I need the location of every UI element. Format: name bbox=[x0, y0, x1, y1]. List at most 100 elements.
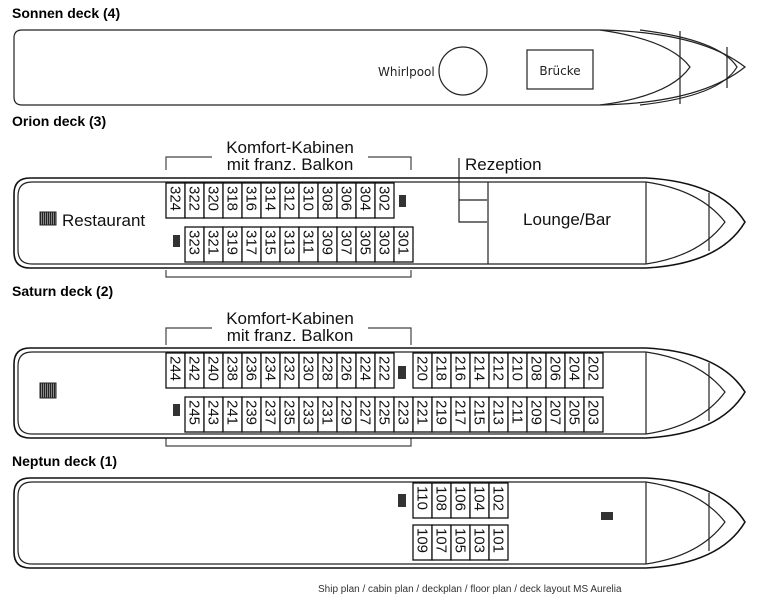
cabin-220[interactable]: 220 bbox=[412, 352, 433, 389]
cabin-321[interactable]: 321 bbox=[203, 226, 224, 263]
stairs-icon bbox=[398, 366, 406, 379]
cabin-318[interactable]: 318 bbox=[222, 182, 243, 219]
cabin-102[interactable]: 102 bbox=[488, 482, 509, 519]
cabin-223[interactable]: 223 bbox=[393, 396, 414, 433]
cabin-244[interactable]: 244 bbox=[165, 352, 186, 389]
cabin-324[interactable]: 324 bbox=[165, 182, 186, 219]
cabin-323[interactable]: 323 bbox=[184, 226, 205, 263]
cabin-312[interactable]: 312 bbox=[279, 182, 300, 219]
cabin-224[interactable]: 224 bbox=[355, 352, 376, 389]
cabin-103[interactable]: 103 bbox=[469, 524, 490, 561]
cabin-243[interactable]: 243 bbox=[203, 396, 224, 433]
cabin-205[interactable]: 205 bbox=[564, 396, 585, 433]
cabin-314[interactable]: 314 bbox=[260, 182, 281, 219]
cabin-216[interactable]: 216 bbox=[450, 352, 471, 389]
cabin-322[interactable]: 322 bbox=[184, 182, 205, 219]
cabin-number: 220 bbox=[414, 356, 431, 381]
cabin-number: 310 bbox=[300, 186, 317, 211]
cabin-209[interactable]: 209 bbox=[526, 396, 547, 433]
cabin-number: 236 bbox=[243, 356, 260, 381]
cabin-204[interactable]: 204 bbox=[564, 352, 585, 389]
saturn-bracket: Komfort-Kabinen mit franz. Balkon bbox=[165, 309, 412, 447]
cabin-310[interactable]: 310 bbox=[298, 182, 319, 219]
cabin-202[interactable]: 202 bbox=[583, 352, 604, 389]
cabin-207[interactable]: 207 bbox=[545, 396, 566, 433]
cabin-315[interactable]: 315 bbox=[260, 226, 281, 263]
cabin-number: 322 bbox=[186, 186, 203, 211]
cabin-308[interactable]: 308 bbox=[317, 182, 338, 219]
cabin-317[interactable]: 317 bbox=[241, 226, 262, 263]
cabin-number: 229 bbox=[338, 400, 355, 425]
cabin-206[interactable]: 206 bbox=[545, 352, 566, 389]
cabin-232[interactable]: 232 bbox=[279, 352, 300, 389]
cabin-234[interactable]: 234 bbox=[260, 352, 281, 389]
cabin-217[interactable]: 217 bbox=[450, 396, 471, 433]
cabin-box bbox=[374, 182, 395, 219]
cabin-number: 101 bbox=[490, 528, 507, 553]
cabin-231[interactable]: 231 bbox=[317, 396, 338, 433]
cabin-303[interactable]: 303 bbox=[374, 226, 395, 263]
cabin-number: 237 bbox=[262, 400, 279, 425]
cabin-241[interactable]: 241 bbox=[222, 396, 243, 433]
cabin-214[interactable]: 214 bbox=[469, 352, 490, 389]
cabin-239[interactable]: 239 bbox=[241, 396, 262, 433]
cabin-229[interactable]: 229 bbox=[336, 396, 357, 433]
cabin-210[interactable]: 210 bbox=[507, 352, 528, 389]
cabin-number: 219 bbox=[433, 400, 450, 425]
cabin-101[interactable]: 101 bbox=[488, 524, 509, 561]
cabin-107[interactable]: 107 bbox=[431, 524, 452, 561]
cabin-233[interactable]: 233 bbox=[298, 396, 319, 433]
cabin-309[interactable]: 309 bbox=[317, 226, 338, 263]
cabin-number: 110 bbox=[414, 486, 431, 510]
cabin-230[interactable]: 230 bbox=[298, 352, 319, 389]
bridge-room bbox=[526, 49, 594, 90]
cabin-109[interactable]: 109 bbox=[412, 524, 433, 561]
cabin-number: 218 bbox=[433, 356, 450, 381]
cabin-319[interactable]: 319 bbox=[222, 226, 243, 263]
cabin-228[interactable]: 228 bbox=[317, 352, 338, 389]
cabin-number: 224 bbox=[357, 356, 374, 381]
cabin-301[interactable]: 301 bbox=[393, 226, 414, 263]
cabin-313[interactable]: 313 bbox=[279, 226, 300, 263]
cabin-226[interactable]: 226 bbox=[336, 352, 357, 389]
cabin-208[interactable]: 208 bbox=[526, 352, 547, 389]
stairs-icon bbox=[398, 494, 406, 507]
cabin-number: 313 bbox=[281, 230, 298, 255]
cabin-311[interactable]: 311 bbox=[298, 226, 319, 263]
cabin-227[interactable]: 227 bbox=[355, 396, 376, 433]
cabin-222[interactable]: 222 bbox=[374, 352, 395, 389]
cabin-302[interactable]: 302 bbox=[374, 182, 395, 219]
cabin-number: 320 bbox=[205, 186, 222, 211]
cabin-236[interactable]: 236 bbox=[241, 352, 262, 389]
cabin-235[interactable]: 235 bbox=[279, 396, 300, 433]
cabin-221[interactable]: 221 bbox=[412, 396, 433, 433]
cabin-110[interactable]: 110 bbox=[412, 482, 433, 519]
cabin-105[interactable]: 105 bbox=[450, 524, 471, 561]
cabin-305[interactable]: 305 bbox=[355, 226, 376, 263]
cabin-104[interactable]: 104 bbox=[469, 482, 490, 519]
cabin-box bbox=[583, 352, 604, 389]
cabin-203[interactable]: 203 bbox=[583, 396, 604, 433]
cabin-316[interactable]: 316 bbox=[241, 182, 262, 219]
cabin-215[interactable]: 215 bbox=[469, 396, 490, 433]
cabin-218[interactable]: 218 bbox=[431, 352, 452, 389]
cabin-237[interactable]: 237 bbox=[260, 396, 281, 433]
cabin-213[interactable]: 213 bbox=[488, 396, 509, 433]
cabin-108[interactable]: 108 bbox=[431, 482, 452, 519]
sonnen-hull bbox=[13, 29, 746, 106]
cabin-304[interactable]: 304 bbox=[355, 182, 376, 219]
cabin-306[interactable]: 306 bbox=[336, 182, 357, 219]
saturn-bracket-line2: mit franz. Balkon bbox=[227, 326, 354, 345]
cabin-240[interactable]: 240 bbox=[203, 352, 224, 389]
cabin-106[interactable]: 106 bbox=[450, 482, 471, 519]
cabin-320[interactable]: 320 bbox=[203, 182, 224, 219]
cabin-307[interactable]: 307 bbox=[336, 226, 357, 263]
cabin-212[interactable]: 212 bbox=[488, 352, 509, 389]
cabin-245[interactable]: 245 bbox=[184, 396, 205, 433]
cabin-238[interactable]: 238 bbox=[222, 352, 243, 389]
cabin-219[interactable]: 219 bbox=[431, 396, 452, 433]
saturn-bracket-line1: Komfort-Kabinen bbox=[226, 309, 354, 328]
cabin-225[interactable]: 225 bbox=[374, 396, 395, 433]
cabin-242[interactable]: 242 bbox=[184, 352, 205, 389]
cabin-211[interactable]: 211 bbox=[507, 396, 528, 433]
